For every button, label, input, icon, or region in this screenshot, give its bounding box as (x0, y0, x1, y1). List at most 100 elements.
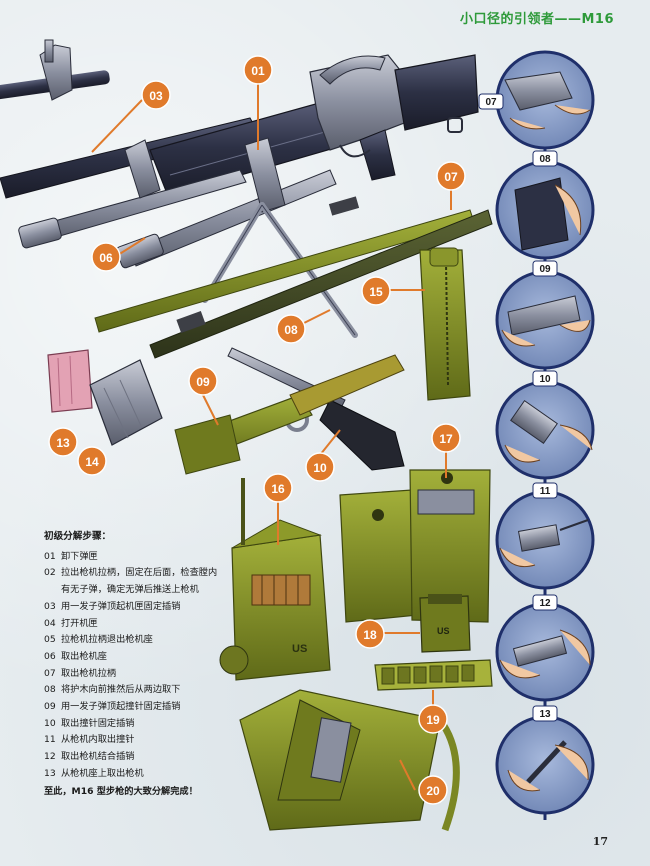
ammo-pouch-16: US (219, 478, 331, 681)
step-item: 08 将护木向前推然后从两边取下 (44, 682, 222, 699)
step-text: 卸下弹匣 (61, 550, 98, 562)
rifle-barrel-03 (18, 139, 247, 249)
us-stamp-18: US (437, 626, 450, 636)
step-item: 06 取出枪机座 (44, 649, 222, 666)
step-item: 11 从枪机内取出撞针 (44, 732, 222, 749)
sequence-tag-10: 10 (532, 370, 558, 387)
step-number: 10 (44, 717, 56, 729)
step-text: 拉出枪机拉柄，固定在后面，检查膛内有无子弹，确定无弹后推送上枪机 (61, 567, 218, 596)
svg-text:16: 16 (271, 482, 285, 496)
cleaning-pouch-15 (419, 247, 471, 401)
step-item: 03 用一发子弹顶起机匣固定插销 (44, 599, 222, 616)
step-text: 用一发子弹顶起机匣固定插销 (61, 600, 181, 612)
steps-heading: 初级分解步骤： (44, 531, 112, 542)
svg-text:08: 08 (539, 154, 551, 165)
step-text: 将护木向前推然后从两边取下 (61, 684, 181, 696)
svg-text:20: 20 (426, 784, 440, 798)
svg-text:13: 13 (539, 709, 551, 720)
svg-text:15: 15 (369, 285, 383, 299)
svg-text:17: 17 (439, 432, 453, 446)
step-text: 取出撞针固定插销 (61, 717, 135, 729)
sequence-tag-13: 13 (532, 705, 558, 722)
svg-text:12: 12 (539, 598, 551, 609)
callout-17: 17 (431, 423, 461, 453)
sequence-disc-13 (495, 715, 595, 815)
callout-14: 14 (77, 446, 107, 476)
step-number: 01 (44, 550, 56, 562)
svg-text:11: 11 (540, 486, 551, 497)
svg-text:09: 09 (196, 375, 210, 389)
svg-text:09: 09 (539, 264, 551, 275)
callout-15: 15 (361, 276, 391, 306)
callout-06: 06 (91, 242, 121, 272)
step-text: 用一发子弹顶起撞针固定插销 (61, 701, 181, 713)
sequence-disc-11 (495, 490, 595, 590)
step-number: 06 (44, 650, 56, 662)
sling-07 (94, 196, 493, 359)
callout-08: 08 (276, 314, 306, 344)
svg-text:01: 01 (251, 64, 265, 78)
svg-text:18: 18 (363, 628, 377, 642)
callout-03: 03 (141, 80, 171, 110)
step-item: 02 拉出枪机拉柄，固定在后面，检查膛内有无子弹，确定无弹后推送上枪机 (44, 565, 222, 598)
ammo-belt-19 (374, 659, 493, 691)
svg-text:08: 08 (284, 323, 298, 337)
callout-01: 01 (243, 55, 273, 85)
sequence-disc-10 (495, 380, 595, 480)
sequence-tag-09: 09 (532, 260, 558, 277)
step-text: 从枪机座上取出枪机 (61, 767, 144, 779)
svg-text:14: 14 (85, 455, 99, 469)
scabbard-09 (174, 354, 405, 475)
disassembly-sequence: 07 08 09 10 11 12 (478, 50, 595, 820)
step-number: 08 (44, 684, 56, 696)
step-item: 10 取出撞针固定插销 (44, 716, 222, 733)
step-list: 01 卸下弹匣 02 拉出枪机拉柄，固定在后面，检查膛内有无子弹，确定无弹后推送上枪机… (44, 549, 222, 783)
step-number: 05 (44, 634, 56, 646)
step-text: 取出枪机座 (61, 650, 107, 662)
disassembly-steps: 初级分解步骤： 01 卸下弹匣 02 拉出枪机拉柄，固定在后面，检查膛内有无子弹，确定… (44, 529, 222, 800)
step-number: 11 (44, 734, 56, 746)
pouch-17 (339, 469, 491, 623)
svg-text:07: 07 (444, 170, 458, 184)
step-item: 13 从枪机座上取出枪机 (44, 766, 222, 783)
rifle-barrel-06 (116, 137, 337, 269)
svg-text:19: 19 (426, 713, 440, 727)
step-text: 取出枪机拉柄 (61, 667, 117, 679)
svg-text:06: 06 (99, 251, 113, 265)
step-text: 打开机匣 (61, 617, 98, 629)
magazine-13 (47, 349, 93, 413)
step-number: 13 (44, 767, 56, 779)
callout-20: 20 (418, 775, 448, 805)
sequence-disc-12 (495, 602, 595, 702)
callout-07: 07 (436, 161, 466, 191)
svg-text:13: 13 (56, 436, 70, 450)
callout-19: 19 (418, 704, 448, 734)
callout-16: 16 (263, 473, 293, 503)
svg-text:10: 10 (313, 461, 327, 475)
step-item: 09 用一发子弹顶起撞针固定插销 (44, 699, 222, 716)
step-number: 03 (44, 600, 56, 612)
callout-10: 10 (305, 452, 335, 482)
sequence-tag-08: 08 (532, 150, 558, 167)
sequence-tag-07: 07 (478, 93, 504, 110)
step-number: 09 (44, 701, 56, 713)
svg-text:07: 07 (485, 97, 497, 108)
step-number: 12 (44, 751, 56, 763)
step-item: 07 取出枪机拉柄 (44, 666, 222, 683)
svg-text:10: 10 (539, 374, 551, 385)
step-number: 07 (44, 667, 56, 679)
sequence-disc-07 (495, 50, 595, 150)
sequence-disc-09 (495, 270, 595, 370)
leader-lines (91, 82, 452, 791)
step-number: 02 (44, 567, 56, 579)
us-stamp-16: US (292, 643, 307, 655)
steps-conclusion: 至此，M16 型步枪的大致分解完成！ (44, 785, 198, 797)
step-number: 04 (44, 617, 56, 629)
callout-09: 09 (188, 366, 218, 396)
step-text: 从枪机内取出撞针 (61, 734, 135, 746)
compass-pouch-18: US (419, 594, 471, 653)
rifle-upper-barrel (0, 39, 110, 101)
sequence-tag-11: 11 (532, 482, 558, 499)
